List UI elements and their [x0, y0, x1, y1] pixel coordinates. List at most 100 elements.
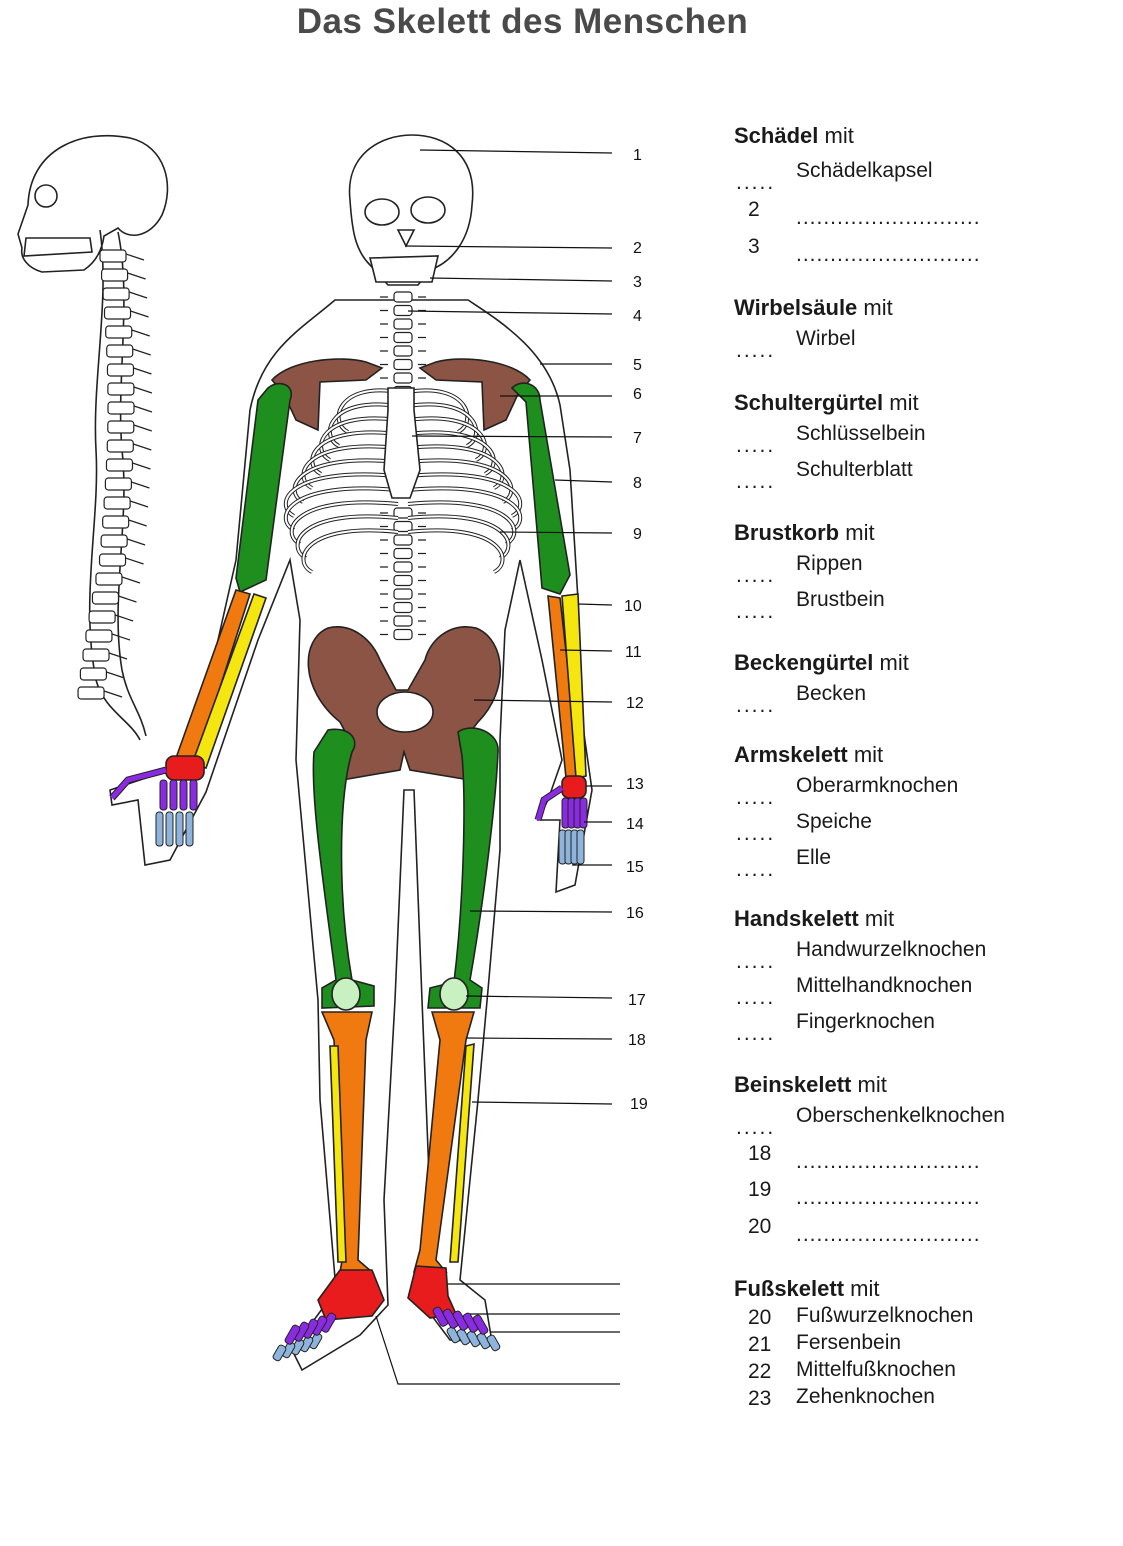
leader-line: [407, 310, 613, 315]
side-vertebra: [107, 420, 135, 434]
figure-number-15: 15: [626, 859, 644, 876]
left-humerus: [235, 382, 293, 594]
rib-right-fill: [407, 501, 516, 545]
page-title: Das Skelett des Menschen: [296, 2, 749, 41]
legend-group-suffix: mit: [883, 390, 919, 415]
answer-blank-dots: .....: [736, 822, 776, 845]
answer-line[interactable]: ...........................: [796, 1150, 981, 1173]
leader-line: [429, 277, 613, 282]
front-vertebra: [393, 358, 413, 371]
right-hand-fingers: [534, 785, 588, 865]
legend-term: Schulterblatt: [796, 458, 913, 481]
legend-group-name: Wirbelsäule: [734, 295, 858, 320]
sternum: [383, 387, 421, 499]
answer-blank-dots: .....: [736, 434, 776, 457]
side-vertebra-process: [130, 310, 149, 318]
side-vertebra-process: [125, 557, 144, 565]
figure-number-19: 19: [630, 1096, 648, 1113]
answer-blank-dots: .....: [736, 786, 776, 809]
legend-term: Schlüsselbein: [796, 422, 926, 445]
answer-line[interactable]: ...........................: [796, 1186, 981, 1209]
answer-blank-dots: .....: [736, 694, 776, 717]
side-vertebra-process: [133, 405, 153, 413]
right-patella: [439, 977, 469, 1011]
front-vertebra: [393, 547, 413, 560]
front-vertebra: [393, 331, 413, 344]
legend-group-name: Beinskelett: [734, 1072, 852, 1097]
answer-line[interactable]: ...........................: [796, 243, 981, 266]
front-vertebra: [393, 574, 413, 587]
side-vertebra: [77, 686, 105, 700]
side-vertebra-process: [127, 272, 146, 280]
legend-group-suffix: mit: [839, 520, 875, 545]
front-vertebra: [393, 345, 413, 357]
answer-blank-dots: .....: [736, 1022, 776, 1045]
right-phalanx: [576, 829, 585, 865]
front-spine: [380, 291, 426, 641]
rib-left-fill: [302, 529, 399, 573]
legend-term: Rippen: [796, 552, 863, 575]
leader-line: [473, 699, 613, 703]
legend-term: Mittelfußknochen: [796, 1358, 956, 1381]
legend-group-name: Brustkorb: [734, 520, 840, 545]
figure-number-14: 14: [626, 816, 644, 833]
left-metacarpal: [189, 779, 198, 811]
legend-row: .....Mittelhandknochen: [734, 974, 1114, 1010]
rib-cage: [283, 388, 523, 574]
side-vertebra-process: [131, 481, 150, 489]
side-vertebra: [88, 610, 116, 624]
side-vertebra: [106, 363, 135, 377]
body-silhouette: [109, 299, 593, 1372]
figure-number-8: 8: [633, 475, 642, 492]
side-vertebra: [105, 458, 134, 472]
leader-line: [375, 1315, 620, 1385]
side-vertebra: [98, 553, 127, 567]
left-phalanx: [165, 811, 174, 847]
front-vertebra: [393, 601, 413, 614]
legend-row: .....Schädelkapsel: [734, 159, 1114, 195]
side-vertebra: [102, 515, 130, 529]
answer-line[interactable]: ...........................: [796, 1223, 981, 1246]
side-vertebra-process: [131, 329, 150, 337]
left-tarsals: [317, 1269, 385, 1321]
right-fibula: [449, 1042, 475, 1263]
front-vertebra: [393, 561, 413, 573]
left-phalanx: [175, 811, 184, 847]
side-vertebra-process: [114, 614, 134, 622]
rib-left-fill: [337, 389, 399, 433]
answer-line[interactable]: ...........................: [796, 206, 981, 229]
legend-term: Zehenknochen: [796, 1385, 935, 1408]
side-vertebra: [105, 325, 133, 339]
legend-group-suffix: mit: [844, 1276, 880, 1301]
legend-row: ..... Schlüsselbein: [734, 422, 1114, 458]
legend-group-suffix: mit: [818, 123, 854, 148]
left-femur: [312, 728, 375, 1009]
figure-number-9: 9: [633, 526, 642, 543]
rib-left-fill: [296, 515, 399, 559]
side-vertebra-process: [121, 576, 141, 584]
figure-number-16: 16: [626, 905, 644, 922]
left-thumb-fill: [110, 767, 167, 800]
left-phalanx: [155, 811, 164, 847]
front-vertebra: [393, 628, 413, 641]
side-skull-spine: [17, 134, 169, 741]
side-vertebra: [95, 572, 123, 586]
sacrum: [376, 691, 434, 733]
side-vertebra: [99, 249, 127, 263]
legend-group-title: Brustkorb mit: [734, 520, 875, 546]
figure-number-1: 1: [633, 147, 642, 164]
legend-row: 18...........................: [734, 1140, 1114, 1176]
legend-row: .....Speiche: [734, 810, 1114, 846]
right-metacarpal: [579, 797, 588, 829]
figure-number-10: 10: [624, 598, 642, 615]
side-vertebra: [106, 344, 134, 358]
front-vertebra: [393, 615, 413, 627]
rib-left-fill: [290, 501, 399, 545]
legend-group-suffix: mit: [858, 906, 895, 931]
feet-toes: [272, 1306, 501, 1362]
legend-group-title: Schädel mit: [734, 123, 854, 149]
row-number: 21: [748, 1333, 772, 1356]
side-vertebra: [103, 496, 131, 510]
side-vertebra: [82, 648, 110, 662]
